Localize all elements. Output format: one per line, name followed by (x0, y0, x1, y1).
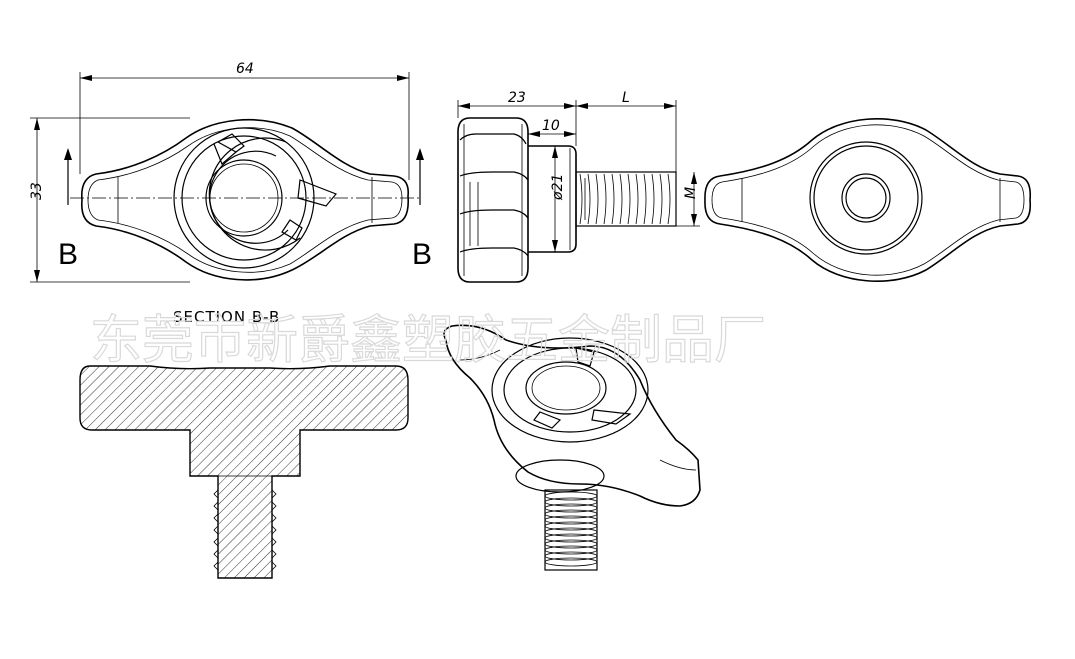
thread-coil (544, 509, 598, 519)
thread-crest (611, 173, 615, 225)
thread-coil (544, 491, 598, 501)
thread-crest (595, 173, 599, 225)
thread-crest (651, 173, 655, 225)
thread-coil (544, 557, 598, 567)
isometric-view (443, 324, 701, 571)
dimension-diameter-label: ø21 (550, 174, 566, 201)
thread-crests (579, 173, 671, 225)
thread-coil (544, 545, 598, 555)
thread-crest (635, 173, 639, 225)
thread-coil (544, 527, 598, 537)
dimension-33 (30, 117, 190, 283)
section-mark-right: B (412, 238, 432, 271)
section-mark-left: B (58, 238, 78, 271)
dimension-width-label: 64 (236, 61, 254, 77)
section-title: SECTION B-B (173, 308, 280, 326)
thread-crest (643, 173, 647, 225)
thread-crest (619, 173, 623, 225)
dimension-64 (79, 72, 410, 180)
thread-crest (587, 173, 591, 225)
dimension-M (676, 172, 700, 227)
thread-coil (544, 551, 598, 561)
dimension-10 (527, 128, 576, 146)
thread-coil (544, 503, 598, 513)
thread-coil (544, 521, 598, 531)
thread-crest (659, 173, 663, 225)
dimension-height-label: 33 (29, 182, 45, 200)
front-view (70, 118, 420, 281)
section-arrows (64, 148, 424, 205)
watermark: 东莞市新爵鑫塑胶五金制品厂 (90, 311, 766, 371)
thread-crest (627, 173, 631, 225)
dimension-L (576, 100, 677, 172)
thread-crest (667, 173, 671, 225)
dimension-collar-length-label: 10 (542, 118, 560, 134)
thread-coil (544, 539, 598, 549)
dimension-thread-length-label: L (622, 90, 630, 106)
side-view (457, 117, 677, 283)
thread-coil (544, 515, 598, 525)
thread-crest (579, 173, 583, 225)
isometric-thread (544, 491, 598, 567)
dimension-head-length-label: 23 (508, 90, 526, 106)
dimension-diameter (552, 146, 558, 252)
thread-coil (544, 497, 598, 507)
dimension-thread-size-label: M (683, 187, 699, 199)
back-view (704, 118, 1032, 282)
thread-crest (603, 173, 607, 225)
dimension-23 (457, 100, 577, 146)
thread-coil (544, 533, 598, 543)
section-view (79, 365, 409, 579)
